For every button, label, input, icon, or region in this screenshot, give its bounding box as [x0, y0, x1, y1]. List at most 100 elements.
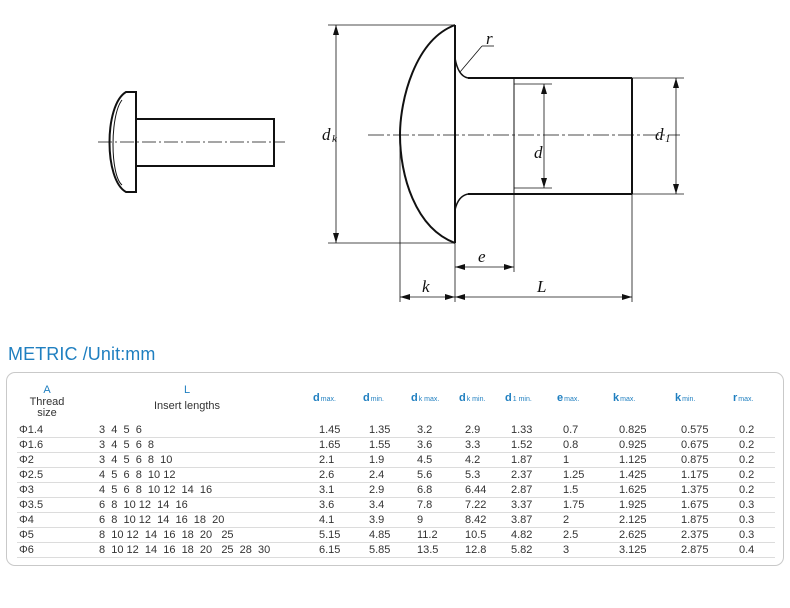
cell-value: 1.675: [681, 499, 709, 511]
header-col-1: dmin.: [363, 392, 384, 405]
cell-value: 4.82: [511, 529, 533, 541]
cell-value: 2.125: [619, 514, 647, 526]
cell-value: 2.375: [681, 529, 709, 541]
cell-value: 0.2: [739, 424, 755, 436]
header-a-sub2: size: [37, 407, 57, 420]
cell-thread-size: Φ3.5: [19, 499, 44, 511]
cell-thread-size: Φ5: [19, 529, 34, 541]
cell-value: 0.3: [739, 514, 755, 526]
cell-value: 7.8: [417, 499, 433, 511]
header-col-subscript: min.: [370, 396, 384, 403]
cell-value: 2.9: [465, 424, 481, 436]
row-divider: [17, 452, 775, 453]
cell-value: 1.52: [511, 439, 533, 451]
header-col-subscript: max.: [738, 396, 754, 403]
header-col-symbol: k: [613, 392, 620, 404]
cell-value: 1.5: [563, 484, 579, 496]
cell-value: 5.82: [511, 544, 533, 556]
cell-value: 3.6: [319, 499, 335, 511]
cell-value: 1.33: [511, 424, 533, 436]
cell-value: 0.4: [739, 544, 755, 556]
label-k: k: [422, 277, 430, 296]
cell-value: 0.3: [739, 499, 755, 511]
label-d: d: [534, 143, 543, 162]
header-col-2: dk max.: [411, 392, 440, 405]
cell-value: 0.675: [681, 439, 709, 451]
header-col-symbol: k: [675, 392, 682, 404]
header-col-8: rmax.: [733, 392, 754, 405]
label-L: L: [536, 277, 546, 296]
cell-value: 6.15: [319, 544, 341, 556]
row-divider: [17, 557, 775, 558]
cell-value: 1.25: [563, 469, 585, 481]
cell-thread-size: Φ2.5: [19, 469, 44, 481]
cell-value: 1.9: [369, 454, 385, 466]
cell-insert-lengths: 3 4 5 6 8 10: [99, 454, 173, 466]
cell-value: 9: [417, 514, 424, 526]
cell-value: 1.875: [681, 514, 709, 526]
header-col-subscript: k max.: [418, 396, 440, 403]
cell-value: 5.85: [369, 544, 391, 556]
cell-value: 3.125: [619, 544, 647, 556]
label-dk-sub: k: [332, 133, 338, 145]
cell-value: 2.875: [681, 544, 709, 556]
cell-value: 0.7: [563, 424, 579, 436]
cell-thread-size: Φ4: [19, 514, 34, 526]
spec-table: A Thread size L Insert lengths dmax.dmin…: [6, 372, 784, 566]
cell-value: 0.2: [739, 439, 755, 451]
row-divider: [17, 527, 775, 528]
cell-value: 3.1: [319, 484, 335, 496]
row-divider: [17, 512, 775, 513]
label-r: r: [486, 29, 493, 48]
cell-value: 1.65: [319, 439, 341, 451]
cell-value: 3: [563, 544, 570, 556]
header-col-4: d1 min.: [505, 392, 532, 405]
cell-value: 1.925: [619, 499, 647, 511]
cell-value: 0.575: [681, 424, 709, 436]
label-d1: d: [655, 125, 664, 144]
cell-value: 2.5: [563, 529, 579, 541]
header-col-subscript: max.: [564, 396, 580, 403]
cell-value: 4.5: [417, 454, 433, 466]
cell-value: 2.6: [319, 469, 335, 481]
header-col-subscript: min.: [682, 396, 696, 403]
cell-value: 2.87: [511, 484, 533, 496]
row-divider: [17, 467, 775, 468]
cell-value: 11.2: [417, 529, 438, 541]
header-col-subscript: k min.: [466, 396, 486, 403]
cell-value: 2.9: [369, 484, 385, 496]
cell-value: 1.425: [619, 469, 647, 481]
header-col-subscript: max.: [320, 396, 336, 403]
cell-insert-lengths: 6 8 10 12 14 16 18 20: [99, 514, 225, 526]
header-a-sub1: Thread: [29, 395, 65, 408]
row-divider: [17, 482, 775, 483]
cell-value: 0.2: [739, 454, 755, 466]
label-e: e: [478, 247, 486, 266]
cell-thread-size: Φ2: [19, 454, 34, 466]
row-divider: [17, 437, 775, 438]
cell-value: 1.175: [681, 469, 709, 481]
cell-value: 4.1: [319, 514, 335, 526]
cell-value: 4.85: [369, 529, 391, 541]
header-col-subscript: max.: [620, 396, 636, 403]
cell-value: 5.6: [417, 469, 433, 481]
cell-value: 0.2: [739, 484, 755, 496]
cell-value: 1.35: [369, 424, 391, 436]
cell-value: 3.4: [369, 499, 385, 511]
cell-value: 2.4: [369, 469, 385, 481]
cell-value: 5.15: [319, 529, 341, 541]
cell-value: 2: [563, 514, 570, 526]
cell-thread-size: Φ3: [19, 484, 34, 496]
header-col-symbol: d: [313, 392, 320, 404]
cell-insert-lengths: 4 5 6 8 10 12 14 16: [99, 484, 213, 496]
header-col-symbol: r: [733, 392, 738, 404]
cell-value: 1.625: [619, 484, 647, 496]
cell-value: 7.22: [465, 499, 487, 511]
cell-insert-lengths: 8 10 12 14 16 18 20 25 28 30: [99, 544, 271, 556]
cell-value: 1.45: [319, 424, 341, 436]
